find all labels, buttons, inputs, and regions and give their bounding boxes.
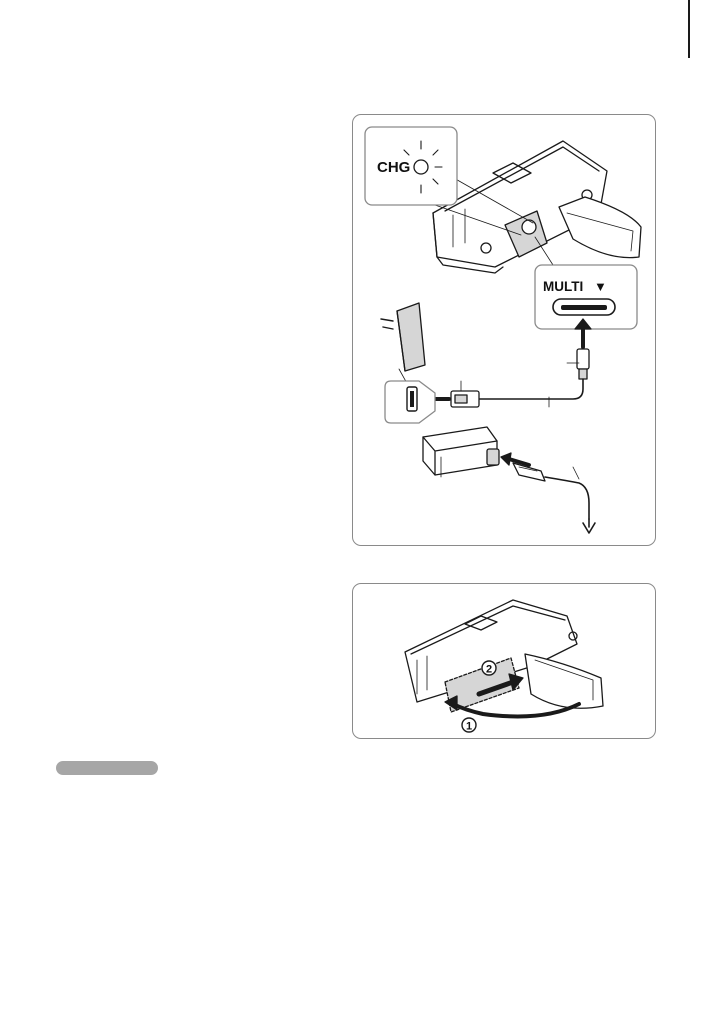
ac-adaptor-plug-drawing — [381, 303, 425, 387]
chg-label: CHG — [377, 159, 410, 176]
cover-closing-panel: 1 2 — [352, 583, 656, 739]
usb-port-callout — [385, 381, 435, 423]
step-2-badge: 2 — [482, 661, 496, 676]
multi-label: MULTI — [543, 279, 583, 294]
cover-closing-illustration: 1 2 — [353, 584, 655, 738]
charging-illustration-panel: CHG MULTI ▼ — [352, 114, 656, 546]
multi-arrow-icon: ▼ — [594, 279, 607, 294]
power-cord-drawing — [513, 463, 595, 533]
page-edge-rule — [688, 0, 690, 58]
camcorder-drawing — [433, 141, 641, 273]
step-2-label: 2 — [486, 664, 492, 676]
usb-cable-drawing — [451, 349, 589, 407]
ac-adaptor-drawing — [423, 427, 499, 477]
section-tab-bar — [56, 761, 158, 775]
step-1-label: 1 — [466, 721, 472, 733]
step-1-badge: 1 — [462, 718, 476, 733]
charging-illustration: CHG MULTI ▼ — [353, 115, 655, 545]
